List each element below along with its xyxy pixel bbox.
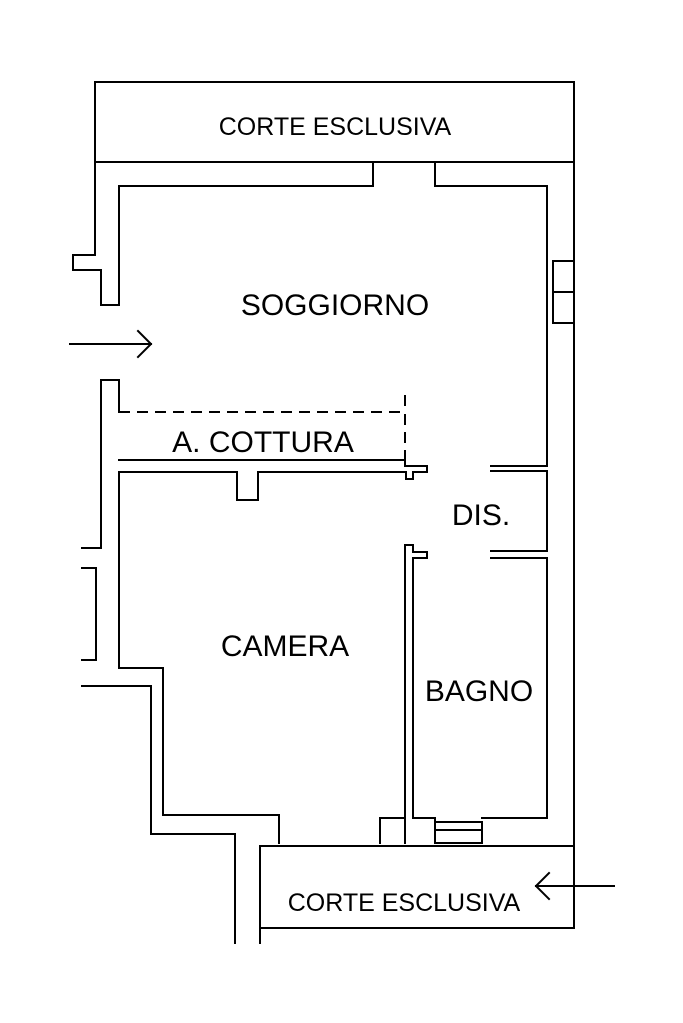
courtyard-top-label: CORTE ESCLUSIVA bbox=[219, 113, 452, 141]
window-south bbox=[434, 821, 483, 844]
entrance-arrow-right bbox=[534, 871, 615, 901]
window-east bbox=[552, 260, 575, 324]
bathroom-label: BAGNO bbox=[425, 675, 533, 708]
bathroom-walls bbox=[379, 544, 436, 844]
kitchenette-label: A. COTTURA bbox=[172, 426, 354, 459]
living-room-label: SOGGIORNO bbox=[241, 289, 429, 322]
bedroom-label: CAMERA bbox=[221, 630, 349, 663]
kitchen-wall bbox=[118, 395, 428, 501]
courtyard-top-area bbox=[94, 81, 575, 163]
hallway-label: DIS. bbox=[452, 499, 510, 532]
courtyard-bottom-label: CORTE ESCLUSIVA bbox=[288, 889, 521, 917]
exterior-walls bbox=[72, 161, 575, 944]
entrance-arrow-left bbox=[69, 329, 153, 359]
courtyard-bottom-area bbox=[259, 845, 575, 944]
